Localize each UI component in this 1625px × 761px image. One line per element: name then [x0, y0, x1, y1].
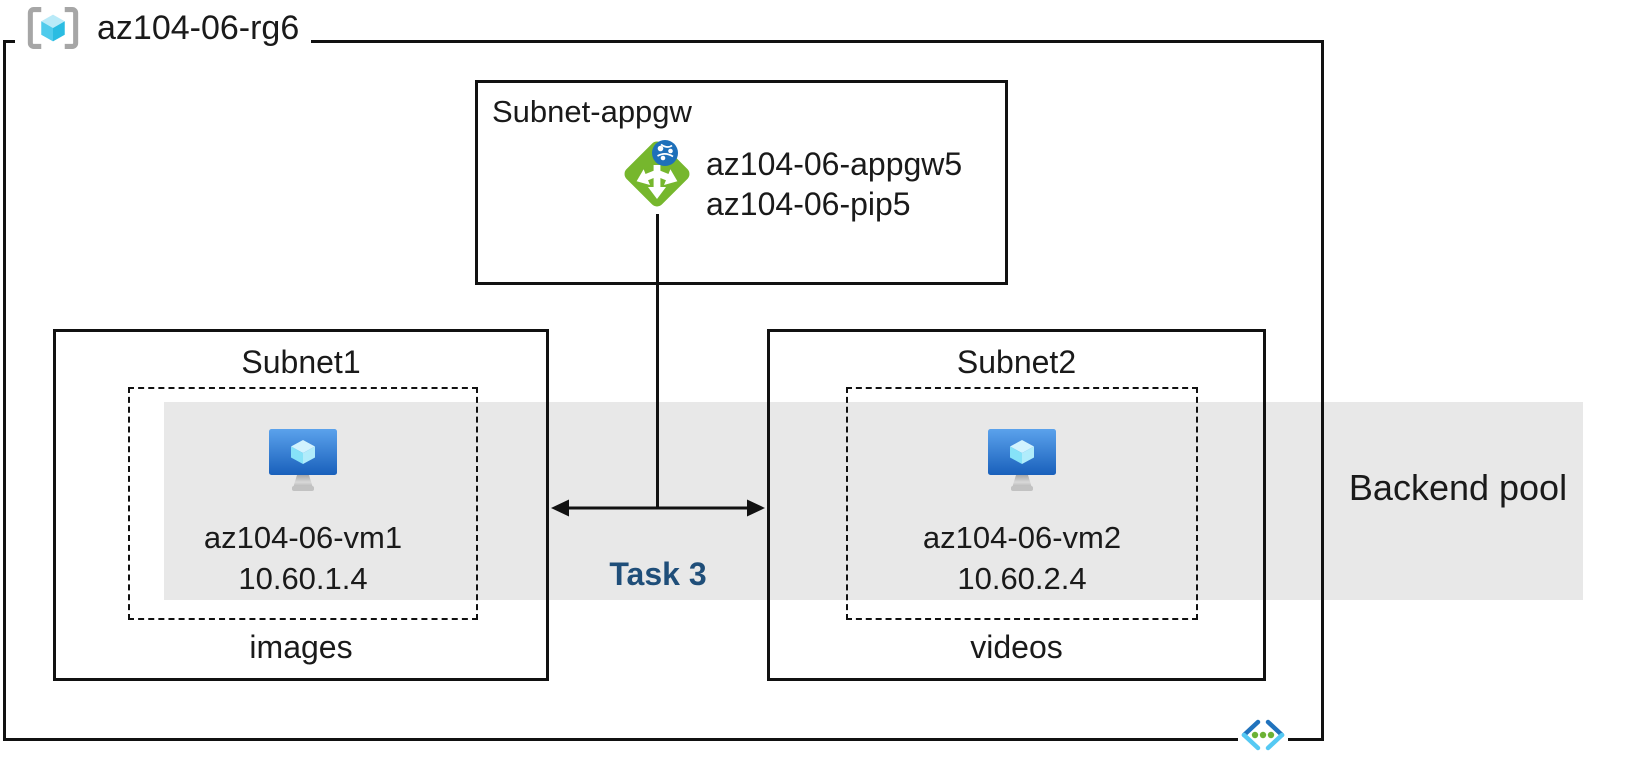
- public-ip-name: az104-06-pip5: [706, 186, 911, 222]
- subnet2-backend-member-box: az104-06-vm2 10.60.2.4: [846, 387, 1198, 620]
- application-gateway-labels: az104-06-appgw5 az104-06-pip5: [706, 144, 962, 224]
- subnet1-box: Subnet1 az104-06-vm1: [53, 329, 549, 681]
- application-gateway-name: az104-06-appgw5: [706, 146, 963, 182]
- vm2-name: az104-06-vm2: [922, 520, 1122, 555]
- resource-group-icon: [27, 7, 79, 49]
- application-gateway-icon: [624, 140, 690, 207]
- subnet-appgw-box: Subnet-appgw: [475, 80, 1008, 285]
- vm1-labels: az104-06-vm1 10.60.1.4: [130, 517, 476, 599]
- resource-group-name: az104-06-rg6: [97, 8, 300, 47]
- subnet-appgw-title: Subnet-appgw: [492, 94, 692, 129]
- vm1-name: az104-06-vm1: [203, 520, 403, 555]
- subnet2-title: Subnet2: [956, 344, 1077, 380]
- subnet2-caption: videos: [970, 629, 1063, 665]
- backend-pool-label: Backend pool: [1348, 467, 1568, 508]
- subnet2-box: Subnet2 az104-06-vm2: [767, 329, 1266, 681]
- vm1-ip: 10.60.1.4: [238, 561, 368, 596]
- backend-pool-band: [164, 402, 1583, 600]
- vm2-labels: az104-06-vm2 10.60.2.4: [848, 517, 1196, 599]
- virtual-machine-icon: [988, 429, 1056, 491]
- subnet1-caption: images: [249, 629, 353, 665]
- virtual-network-icon: [1238, 719, 1288, 753]
- virtual-machine-icon: [269, 429, 337, 491]
- vm2-ip: 10.60.2.4: [957, 561, 1087, 596]
- subnet1-backend-member-box: az104-06-vm1 10.60.1.4: [128, 387, 478, 620]
- resource-group-box: [3, 40, 1324, 741]
- resource-group-label: az104-06-rg6: [15, 0, 312, 56]
- subnet1-title: Subnet1: [241, 344, 361, 380]
- task-label: Task 3: [609, 556, 707, 592]
